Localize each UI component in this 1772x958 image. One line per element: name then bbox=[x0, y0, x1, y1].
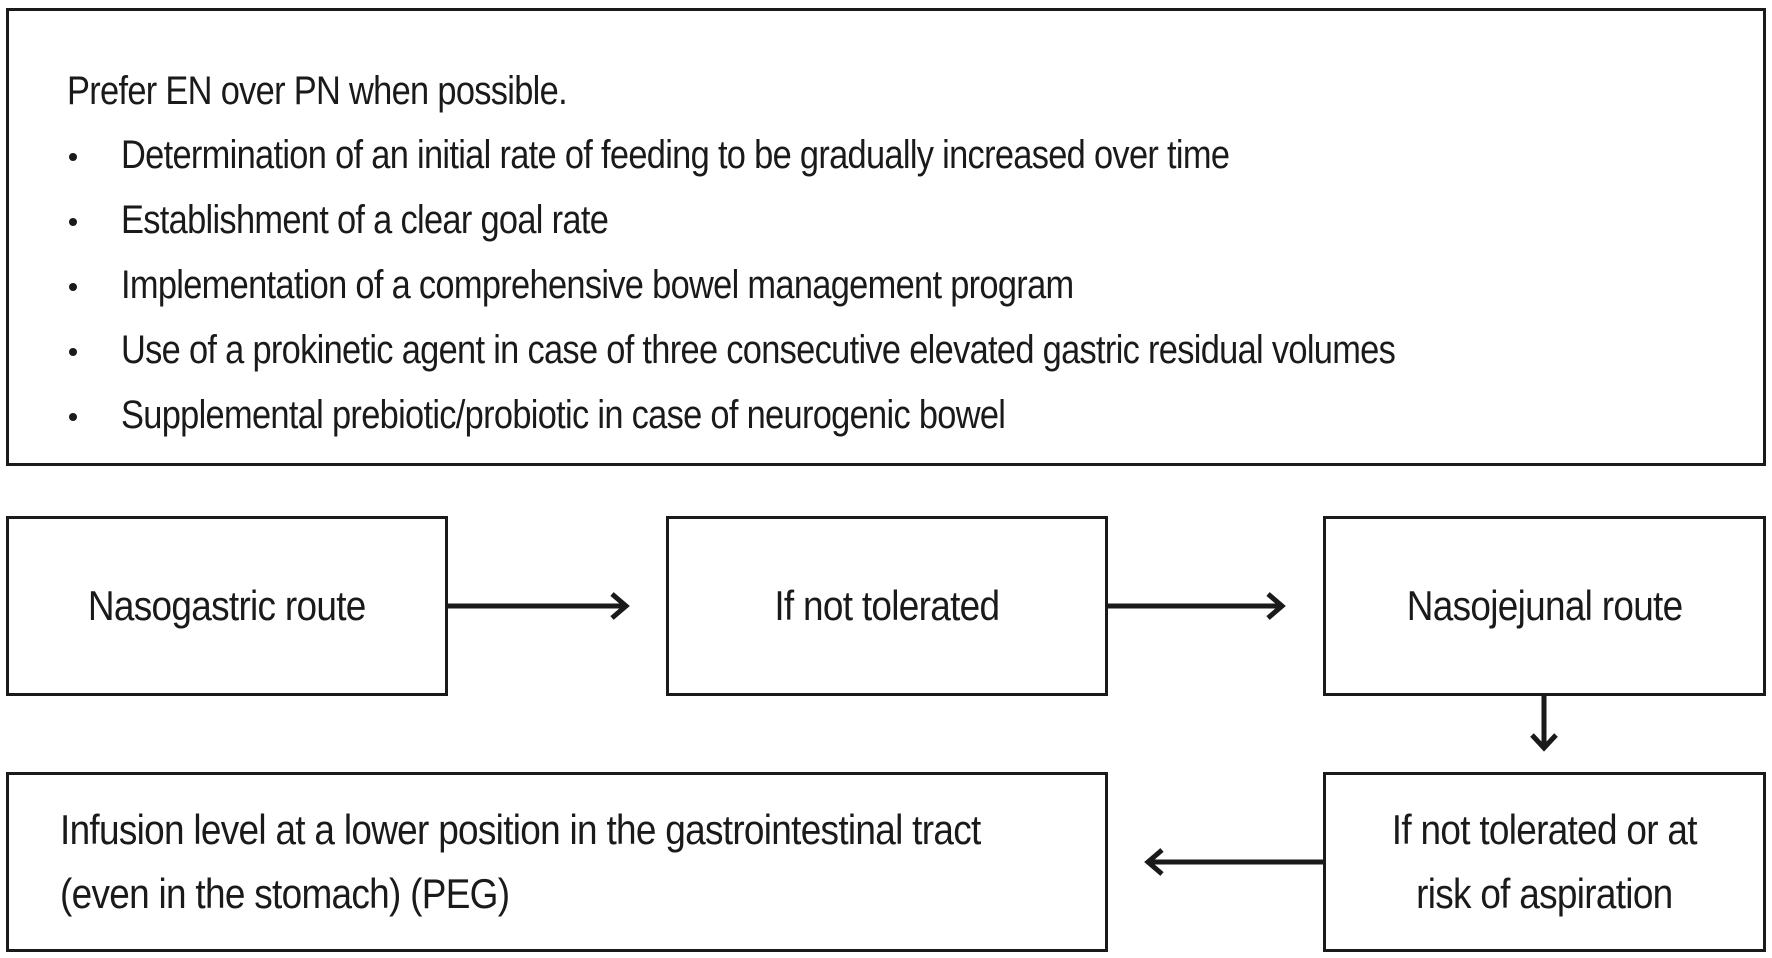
recommendation-text: Establishment of a clear goal rate bbox=[121, 198, 609, 242]
recommendations-box: Prefer EN over PN when possible. Determi… bbox=[6, 8, 1766, 466]
infusion-level-line: Infusion level at a lower position in th… bbox=[60, 806, 981, 853]
nasogastric-route-label: Nasogastric route bbox=[88, 582, 366, 629]
nasogastric-route-box: Nasogastric route bbox=[6, 516, 448, 696]
nasojejunal-route-box: Nasojejunal route bbox=[1323, 516, 1766, 696]
not-tolerated-label: If not tolerated bbox=[774, 582, 1000, 629]
infusion-level-box: Infusion level at a lower position in th… bbox=[6, 772, 1108, 952]
arrow-down-icon bbox=[1530, 696, 1558, 752]
bullet-icon bbox=[69, 413, 77, 421]
arrow-right-icon bbox=[1108, 592, 1286, 620]
recommendations-intro: Prefer EN over PN when possible. bbox=[67, 69, 568, 113]
aspiration-risk-box: If not tolerated or at risk of aspiratio… bbox=[1323, 772, 1766, 952]
not-tolerated-box: If not tolerated bbox=[666, 516, 1108, 696]
bullet-icon bbox=[69, 283, 77, 291]
recommendation-text: Supplemental prebiotic/probiotic in case… bbox=[121, 393, 1006, 437]
bullet-icon bbox=[69, 218, 77, 226]
arrow-left-icon bbox=[1144, 848, 1323, 876]
aspiration-risk-label: If not tolerated or at risk of aspiratio… bbox=[1391, 798, 1698, 926]
recommendation-text: Use of a prokinetic agent in case of thr… bbox=[121, 328, 1396, 372]
arrow-right-icon bbox=[448, 592, 630, 620]
nasojejunal-route-label: Nasojejunal route bbox=[1406, 582, 1683, 629]
recommendation-text: Determination of an initial rate of feed… bbox=[121, 133, 1230, 177]
bullet-icon bbox=[69, 153, 77, 161]
infusion-level-line: (even in the stomach) (PEG) bbox=[60, 870, 510, 917]
aspiration-risk-line: risk of aspiration bbox=[1416, 870, 1673, 917]
aspiration-risk-line: If not tolerated or at bbox=[1391, 806, 1698, 853]
recommendation-text: Implementation of a comprehensive bowel … bbox=[121, 263, 1074, 307]
infusion-level-label: Infusion level at a lower position in th… bbox=[60, 798, 981, 926]
bullet-icon bbox=[69, 348, 77, 356]
